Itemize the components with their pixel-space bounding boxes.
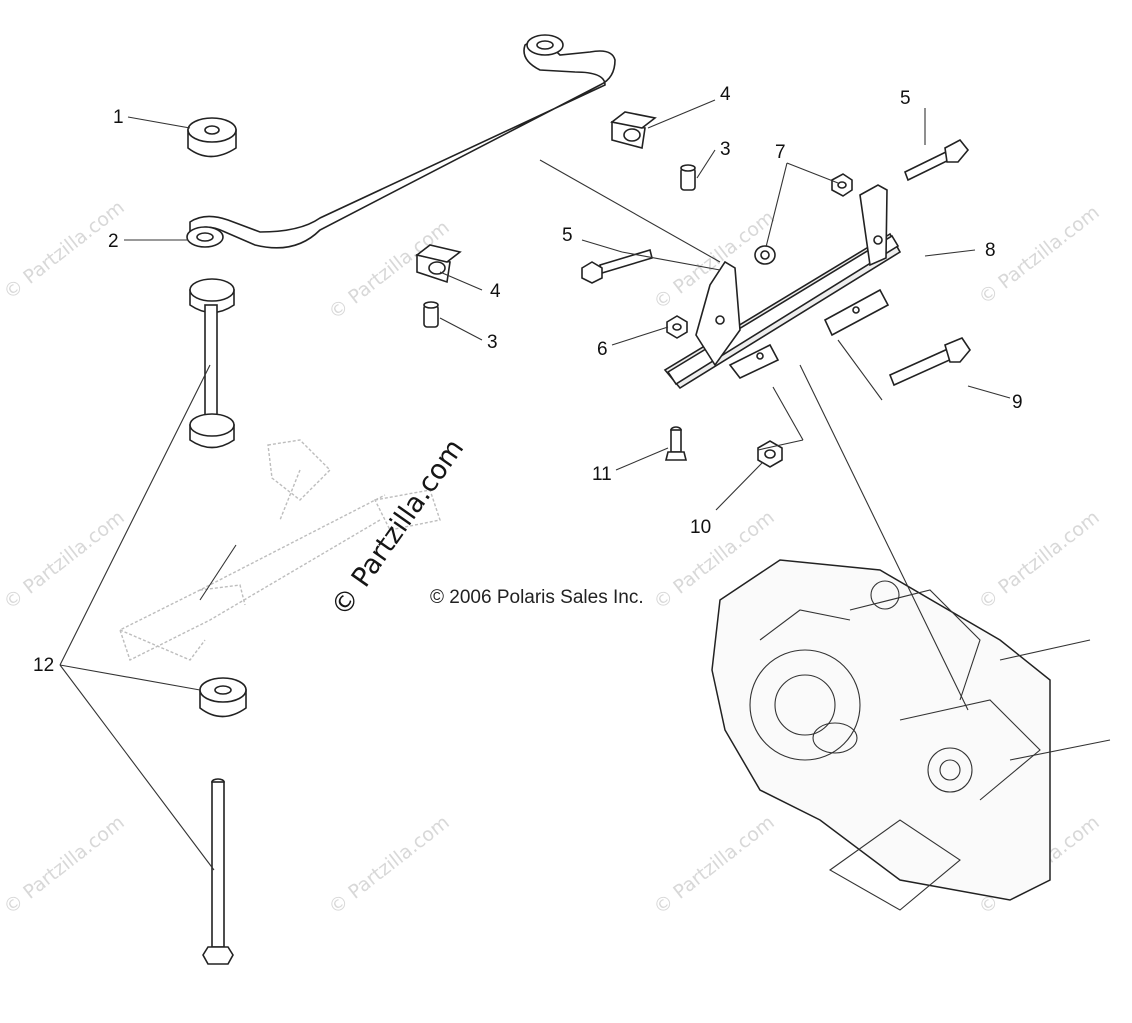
callout-2: 2 <box>108 231 119 252</box>
mounting-bracket <box>663 184 902 390</box>
nut-6 <box>666 315 688 339</box>
callout-labels: 1 2 3 3 4 4 5 5 6 7 8 9 10 11 12 <box>33 84 1023 676</box>
callout-3-left: 3 <box>487 332 498 353</box>
nut-10 <box>757 440 783 468</box>
control-arm-ghost <box>119 439 441 661</box>
nut-7 <box>831 173 853 197</box>
callout-7: 7 <box>775 142 786 163</box>
watermark-tile: © Partzilla.com <box>0 811 129 919</box>
sleeve-right <box>680 164 696 191</box>
callout-8: 8 <box>985 240 996 261</box>
callout-3-right: 3 <box>720 139 731 160</box>
callout-5-left: 5 <box>562 225 573 246</box>
callout-10: 10 <box>690 517 711 538</box>
clamp-left <box>415 244 462 284</box>
bushing-cap <box>187 117 237 158</box>
leader-lines <box>59 99 1011 871</box>
clamp-right <box>610 111 657 150</box>
watermark-tile: © Partzilla.com <box>650 811 779 919</box>
copyright-notice: © 2006 Polaris Sales Inc. <box>430 587 644 608</box>
callout-12: 12 <box>33 655 54 676</box>
callout-6: 6 <box>597 339 608 360</box>
sleeve-left <box>423 301 439 328</box>
callout-4-left: 4 <box>490 281 501 302</box>
callout-11: 11 <box>592 464 612 485</box>
callout-4-right: 4 <box>720 84 731 105</box>
watermark-tile: © Partzilla.com <box>0 506 129 614</box>
stabilizer-bar <box>186 34 616 249</box>
bolt-left <box>581 248 653 284</box>
washer-7 <box>754 245 776 265</box>
long-bolt <box>202 778 234 965</box>
watermark-tile: © Partzilla.com <box>325 811 454 919</box>
bolt-9 <box>888 337 971 387</box>
bolt-upper <box>903 138 970 182</box>
bolt-11 <box>664 426 688 461</box>
engine-transaxle <box>711 559 1111 911</box>
watermark-tile: © Partzilla.com <box>975 506 1104 614</box>
bushing-lower <box>199 677 247 718</box>
callout-1: 1 <box>113 107 124 128</box>
callout-9: 9 <box>1012 392 1023 413</box>
link-rod-assembly <box>189 278 235 449</box>
callout-5-upper: 5 <box>900 88 911 109</box>
